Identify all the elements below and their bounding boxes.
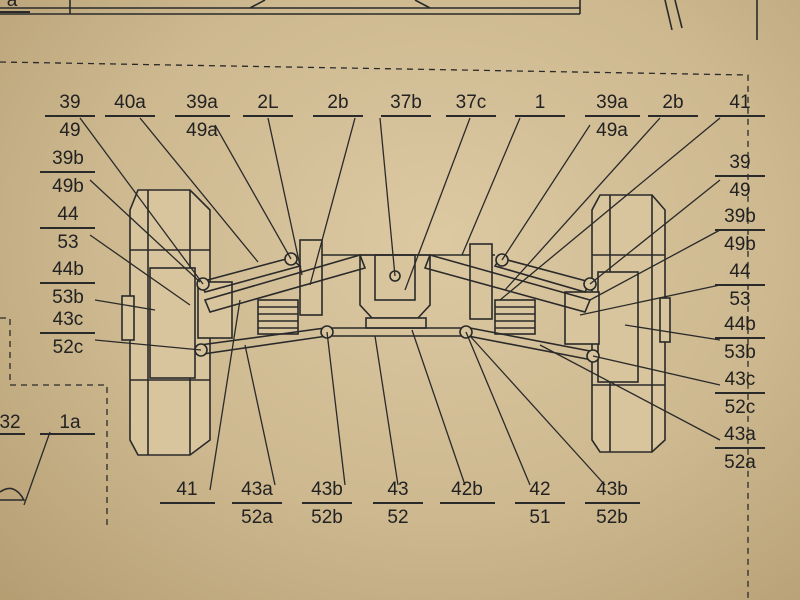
center-body (299, 239, 495, 329)
callout-top-c11: 41 (729, 92, 750, 113)
right-wheel (564, 194, 671, 453)
callout-top-c12: 39b (52, 148, 84, 169)
callout-top-c14: 44b (52, 259, 84, 280)
callout-top-c10: 2b (662, 92, 683, 113)
callout-top-c31: a (7, 0, 18, 11)
callout-top-c8: 1 (535, 92, 546, 113)
callout-top-c22: 41 (176, 479, 197, 500)
fraction-bars (0, 11, 765, 504)
callout-bottom-c24: 52b (311, 507, 343, 528)
callout-top-c19: 44b (724, 314, 756, 335)
callout-top-c5: 2b (327, 92, 348, 113)
callout-bottom-c16: 49 (729, 180, 750, 201)
section-border (0, 61, 749, 600)
callout-top-c26: 42b (451, 479, 483, 500)
callout-top-c24: 43b (311, 479, 343, 500)
callout-top-c21: 43a (724, 424, 756, 445)
callout-top-c23: 43a (241, 479, 273, 500)
callout-top-c18: 44 (729, 261, 751, 282)
callout-bottom-c14: 53b (52, 287, 84, 308)
callout-bottom-c21: 52a (724, 452, 756, 473)
callout-bottom-c17: 49b (724, 234, 756, 255)
left-partial-arc (0, 487, 26, 501)
callout-bottom-c1: 49 (59, 120, 80, 141)
callout-top-c20: 43c (725, 369, 756, 390)
left-partial-border (0, 317, 108, 530)
callout-bottom-c23: 52a (241, 507, 273, 528)
callout-bottom-c20: 52c (725, 397, 756, 418)
callout-top-c4: 2L (257, 92, 278, 113)
callout-bottom-c3: 49a (186, 120, 218, 141)
callout-top-c29: 1a (59, 412, 81, 433)
callout-top-c9: 39a (596, 92, 628, 113)
callout-top-c28: 43b (596, 479, 628, 500)
callout-bottom-c28: 52b (596, 507, 628, 528)
callout-top-c16: 39 (729, 152, 750, 173)
top-partial-drawing (0, 0, 758, 40)
callout-top-c13: 44 (57, 204, 79, 225)
callout-top-c1: 39 (59, 92, 80, 113)
callout-bottom-c18: 53 (729, 289, 750, 310)
callout-top-c27: 42 (529, 479, 550, 500)
callout-bottom-c15: 52c (53, 337, 84, 358)
callout-labels: 39 49 40a 39a 49a 2L 2b 37b 37c 1 39a 49… (0, 0, 756, 528)
callout-bottom-c27: 51 (529, 507, 550, 528)
callout-bottom-c25: 52 (387, 507, 408, 528)
callout-top-c3: 39a (186, 92, 218, 113)
callout-top-c7: 37c (456, 92, 487, 113)
callout-bottom-c9: 49a (596, 120, 628, 141)
left-wheel (121, 189, 233, 456)
leader-lines (23, 117, 721, 506)
callout-top-c30: 32 (0, 412, 21, 433)
callout-top-c6: 37b (390, 92, 422, 113)
callout-top-c17: 39b (724, 206, 756, 227)
callout-bottom-c13: 53 (57, 232, 78, 253)
callout-bottom-c19: 53b (724, 342, 756, 363)
callout-bottom-c12: 49b (52, 176, 84, 197)
callout-top-c25: 43 (387, 479, 408, 500)
callout-top-c2: 40a (114, 92, 146, 113)
callout-top-c15: 43c (53, 309, 84, 330)
